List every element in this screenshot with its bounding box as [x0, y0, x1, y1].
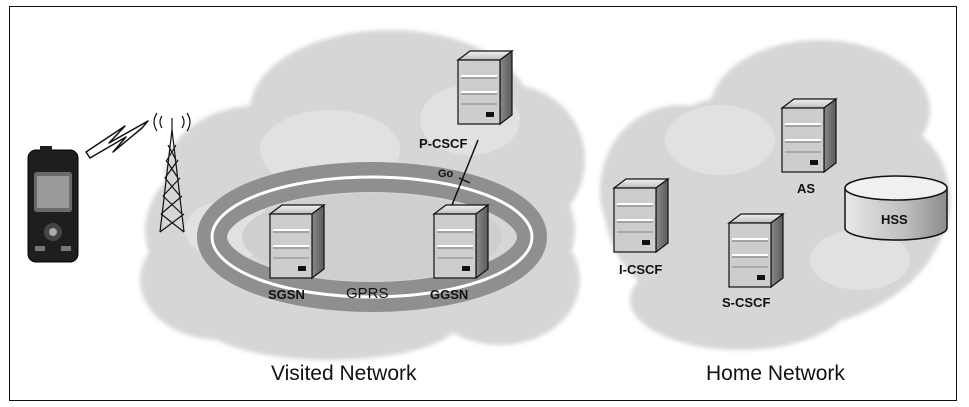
ggsn-label: GGSN: [430, 287, 469, 302]
home-network-label: Home Network: [706, 362, 845, 385]
go-interface-label: Go: [438, 168, 454, 180]
mobile-phone-icon: [27, 146, 79, 263]
p-cscf-server-icon: [456, 49, 514, 126]
s-cscf-server-icon: [727, 212, 785, 289]
sgsn-server-icon: [268, 203, 326, 280]
antenna-tower-icon: [153, 112, 191, 233]
i-cscf-server-icon: [612, 177, 670, 254]
i-cscf-label: I-CSCF: [619, 262, 663, 277]
as-label: AS: [797, 181, 816, 196]
s-cscf-label: S-CSCF: [722, 295, 771, 310]
ggsn-server-icon: [432, 203, 490, 280]
visited-network-label: Visited Network: [271, 362, 417, 385]
sgsn-label: SGSN: [268, 287, 305, 302]
p-cscf-label: P-CSCF: [419, 136, 468, 151]
as-server-icon: [780, 97, 838, 174]
go-interface-link: [451, 139, 479, 206]
hss-label: HSS: [881, 212, 908, 227]
radio-link-icon: [85, 120, 149, 159]
hss-database-icon: [844, 175, 948, 241]
gprs-label: GPRS: [346, 285, 389, 302]
